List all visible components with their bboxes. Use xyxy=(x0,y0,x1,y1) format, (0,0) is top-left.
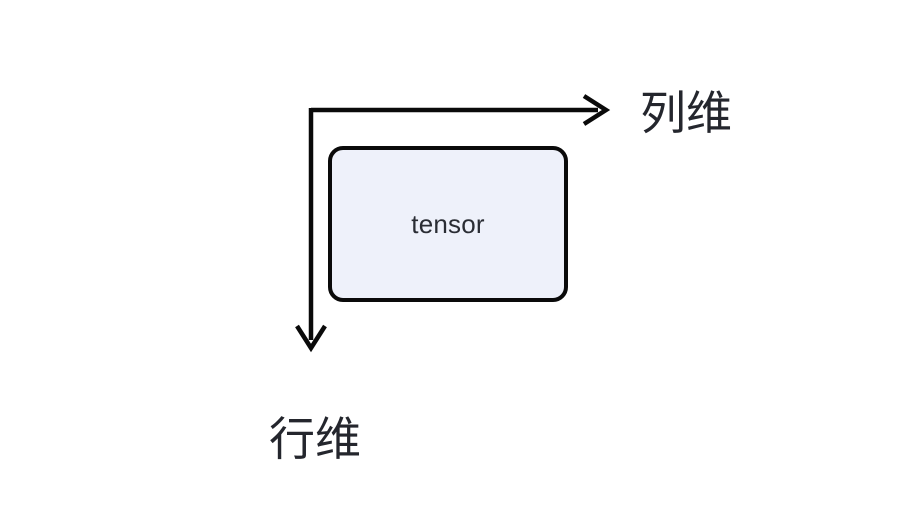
column-axis-label: 列维 xyxy=(640,87,732,139)
tensor-box-label: tensor xyxy=(411,209,485,239)
row-axis-label: 行维 xyxy=(269,413,361,465)
arrow-right-icon xyxy=(582,94,611,126)
tensor-box: tensor xyxy=(328,146,568,302)
arrow-down-icon xyxy=(295,324,327,353)
